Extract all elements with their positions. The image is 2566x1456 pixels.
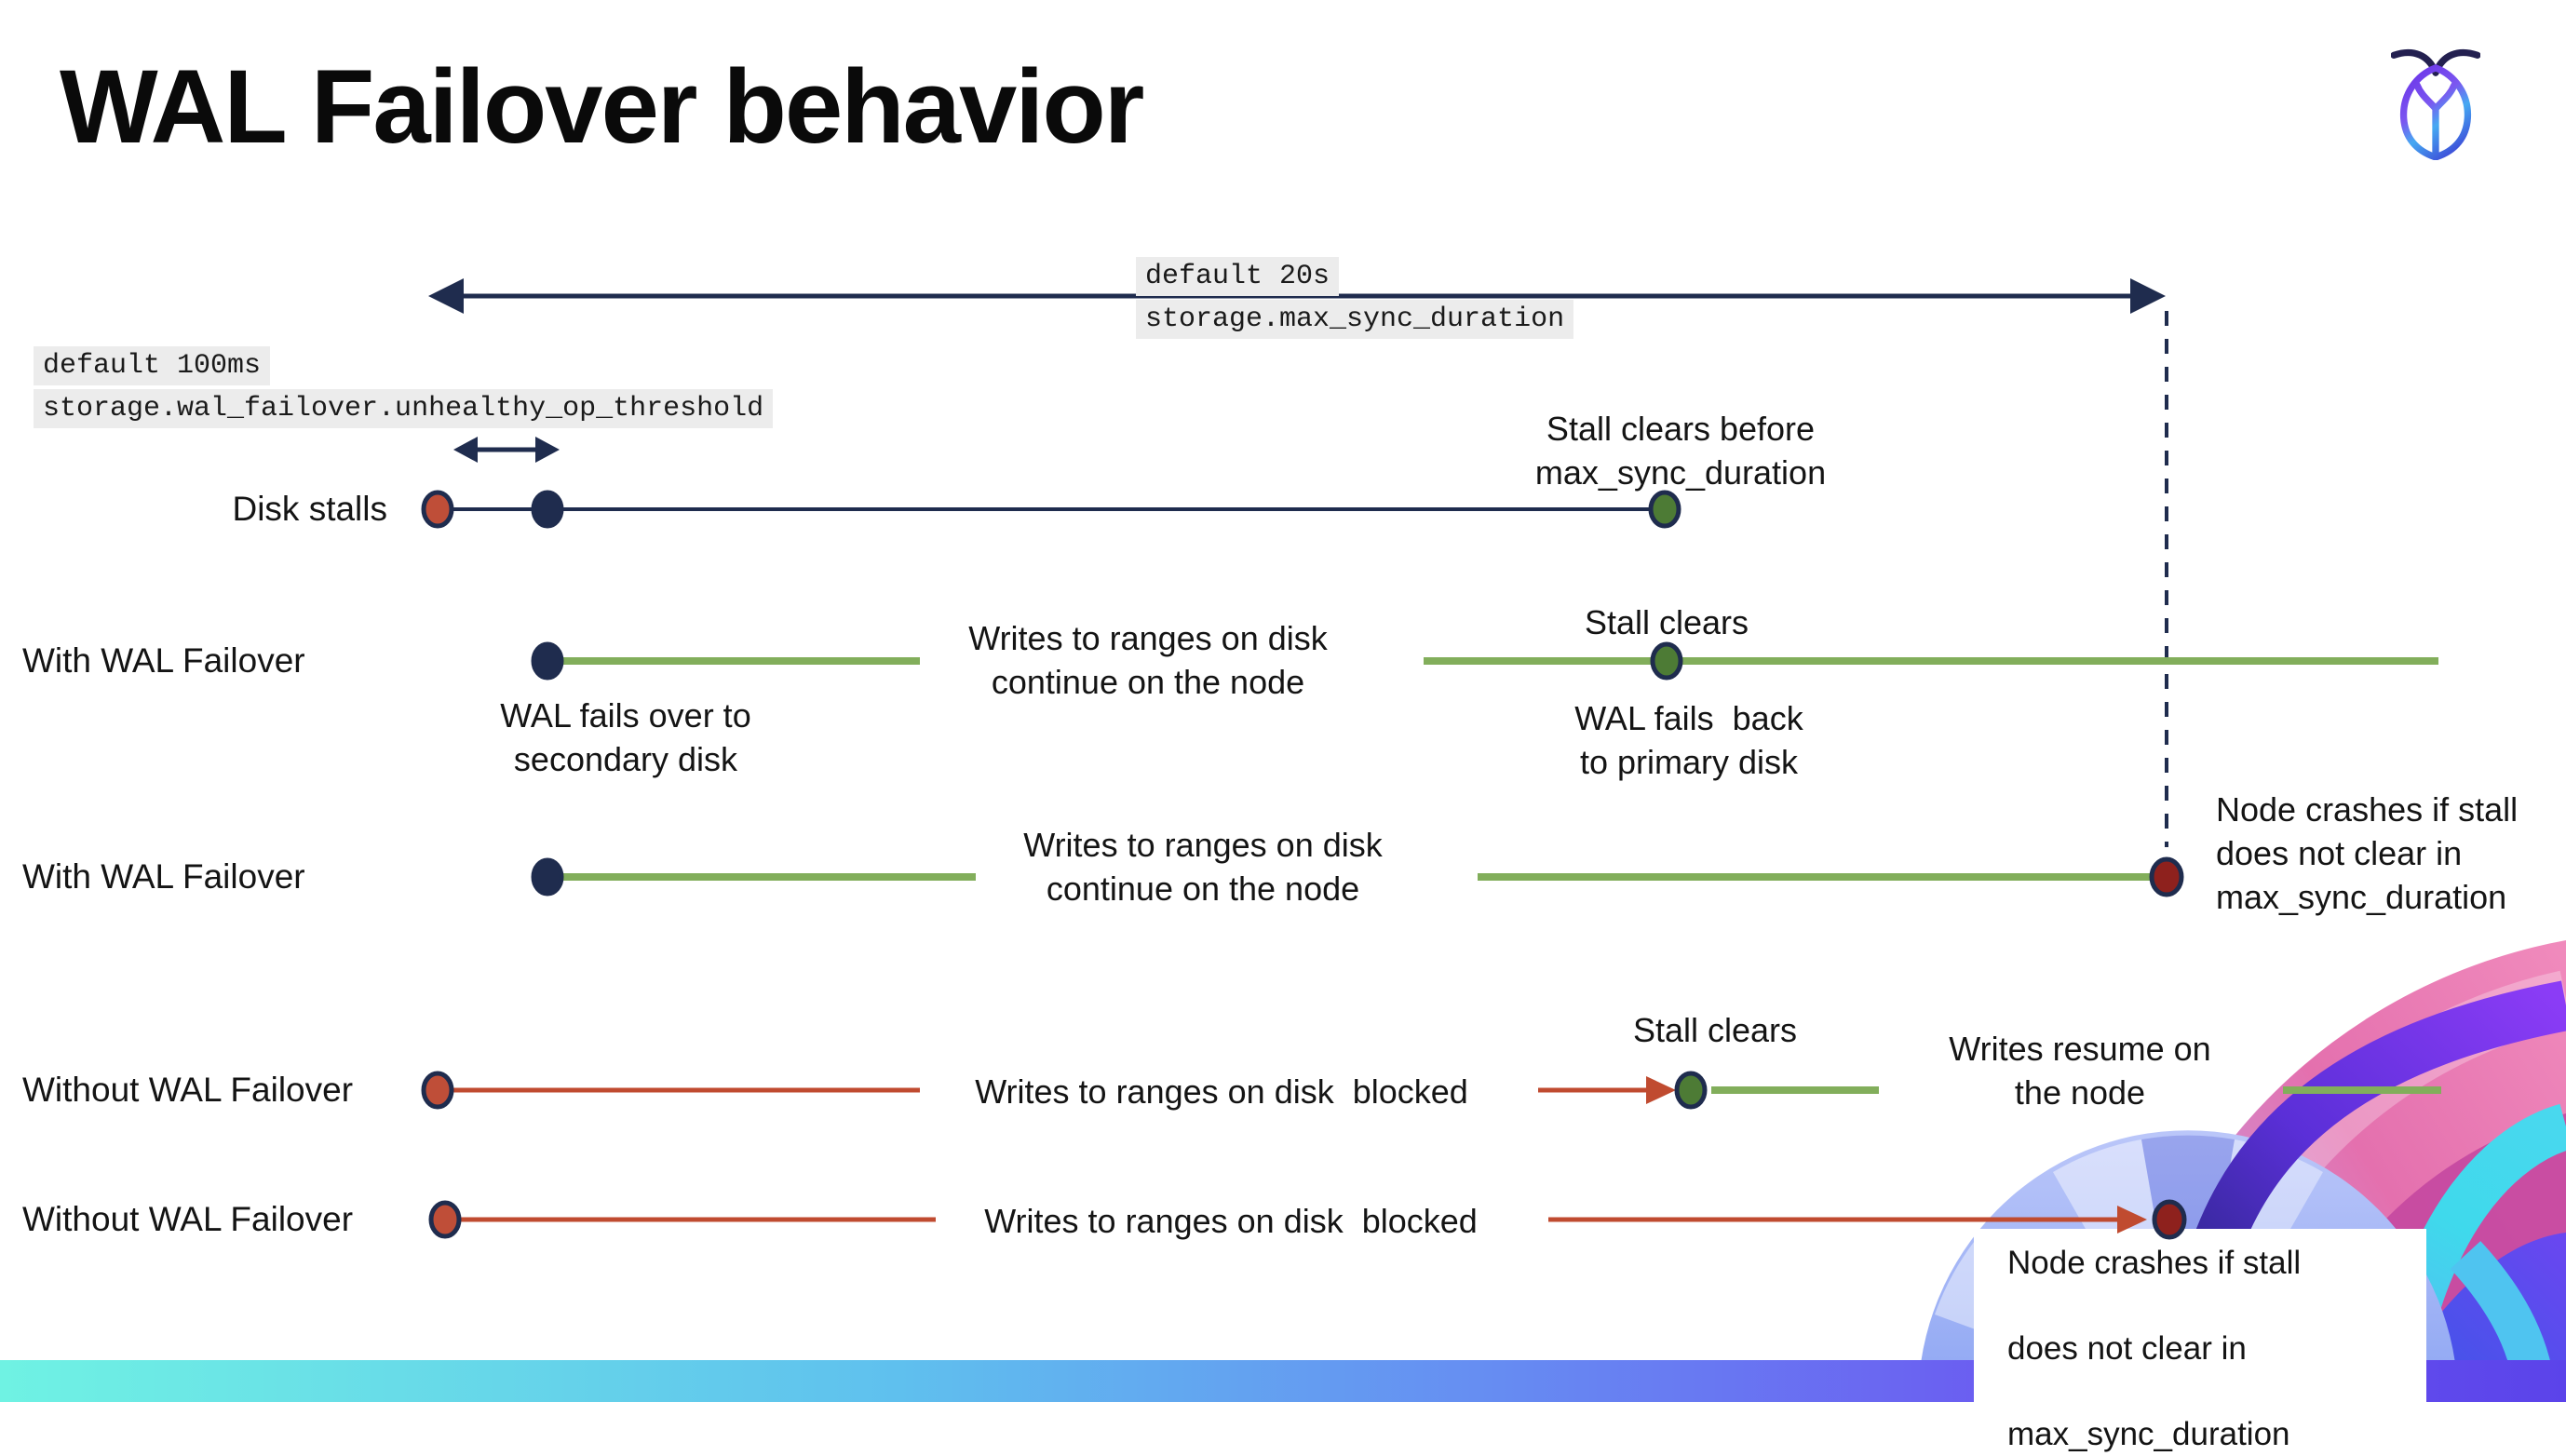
crash-line-1: Node crashes if stall [2007, 1245, 2302, 1281]
disk-stall-start-dot [428, 1200, 462, 1239]
timeline-disk-stalls [421, 490, 1681, 529]
timeline-with-failover-2 [531, 856, 2184, 897]
timeline-diagram [421, 278, 2441, 1240]
max-sync-duration-arrow [428, 278, 2166, 314]
page-title: WAL Failover behavior [60, 48, 1144, 165]
timeline-without-failover-2 [428, 1199, 2187, 1240]
arrowhead-right-icon [2130, 278, 2166, 314]
node-crash-dot [2152, 1199, 2187, 1240]
cockroachdb-logo-icon [2391, 48, 2480, 160]
crash-line-2: does not clear in [2007, 1330, 2247, 1367]
stall-clears-dot [1674, 1071, 1708, 1110]
note-writes-blocked-1: Writes to ranges on disk blocked [975, 1072, 1468, 1111]
crash-line-3: max_sync_duration [2007, 1416, 2290, 1452]
note-stall-clears-with: Stall clears [1584, 603, 1749, 641]
row-label-with-failover-1: With WAL Failover [22, 641, 305, 680]
stall-clears-dot [1648, 490, 1681, 529]
max-sync-setting-label: storage.max_sync_duration [1136, 300, 1574, 339]
failover-dot [531, 641, 564, 681]
threshold-default-label: default 100ms [34, 346, 271, 385]
row-label-disk-stalls: Disk stalls [232, 490, 387, 528]
threshold-setting-label: storage.wal_failover.unhealthy_op_thresh… [34, 389, 774, 428]
arrowhead-left-icon [453, 437, 478, 463]
arrowhead-right-icon [535, 437, 560, 463]
note-stall-clears-without: Stall clears [1632, 1011, 1798, 1049]
note-writes-blocked-2: Writes to ranges on disk blocked [984, 1202, 1478, 1240]
unhealthy-op-threshold-arrow [453, 437, 560, 463]
stall-clears-dot [1650, 641, 1683, 681]
max-sync-default-label: default 20s [1136, 257, 1340, 296]
slide-wal-failover: { "title": "WAL Failover behavior", "set… [0, 48, 2566, 1452]
disk-stall-start-dot [421, 1071, 454, 1110]
red-arrowhead-icon [2117, 1206, 2147, 1234]
row-label-with-failover-2: With WAL Failover [22, 857, 305, 896]
failover-dot [531, 857, 564, 897]
failover-threshold-dot [531, 490, 564, 529]
red-arrowhead-icon [1646, 1076, 1676, 1104]
timeline-without-failover-1 [421, 1071, 2441, 1110]
timeline-with-failover-1 [531, 641, 2438, 681]
row-label-without-failover-2: Without WAL Failover [22, 1200, 354, 1238]
node-crash-dot [2149, 856, 2184, 897]
row-label-without-failover-1: Without WAL Failover [22, 1071, 354, 1109]
arrowhead-left-icon [428, 278, 464, 314]
disk-stall-start-dot [421, 490, 454, 529]
